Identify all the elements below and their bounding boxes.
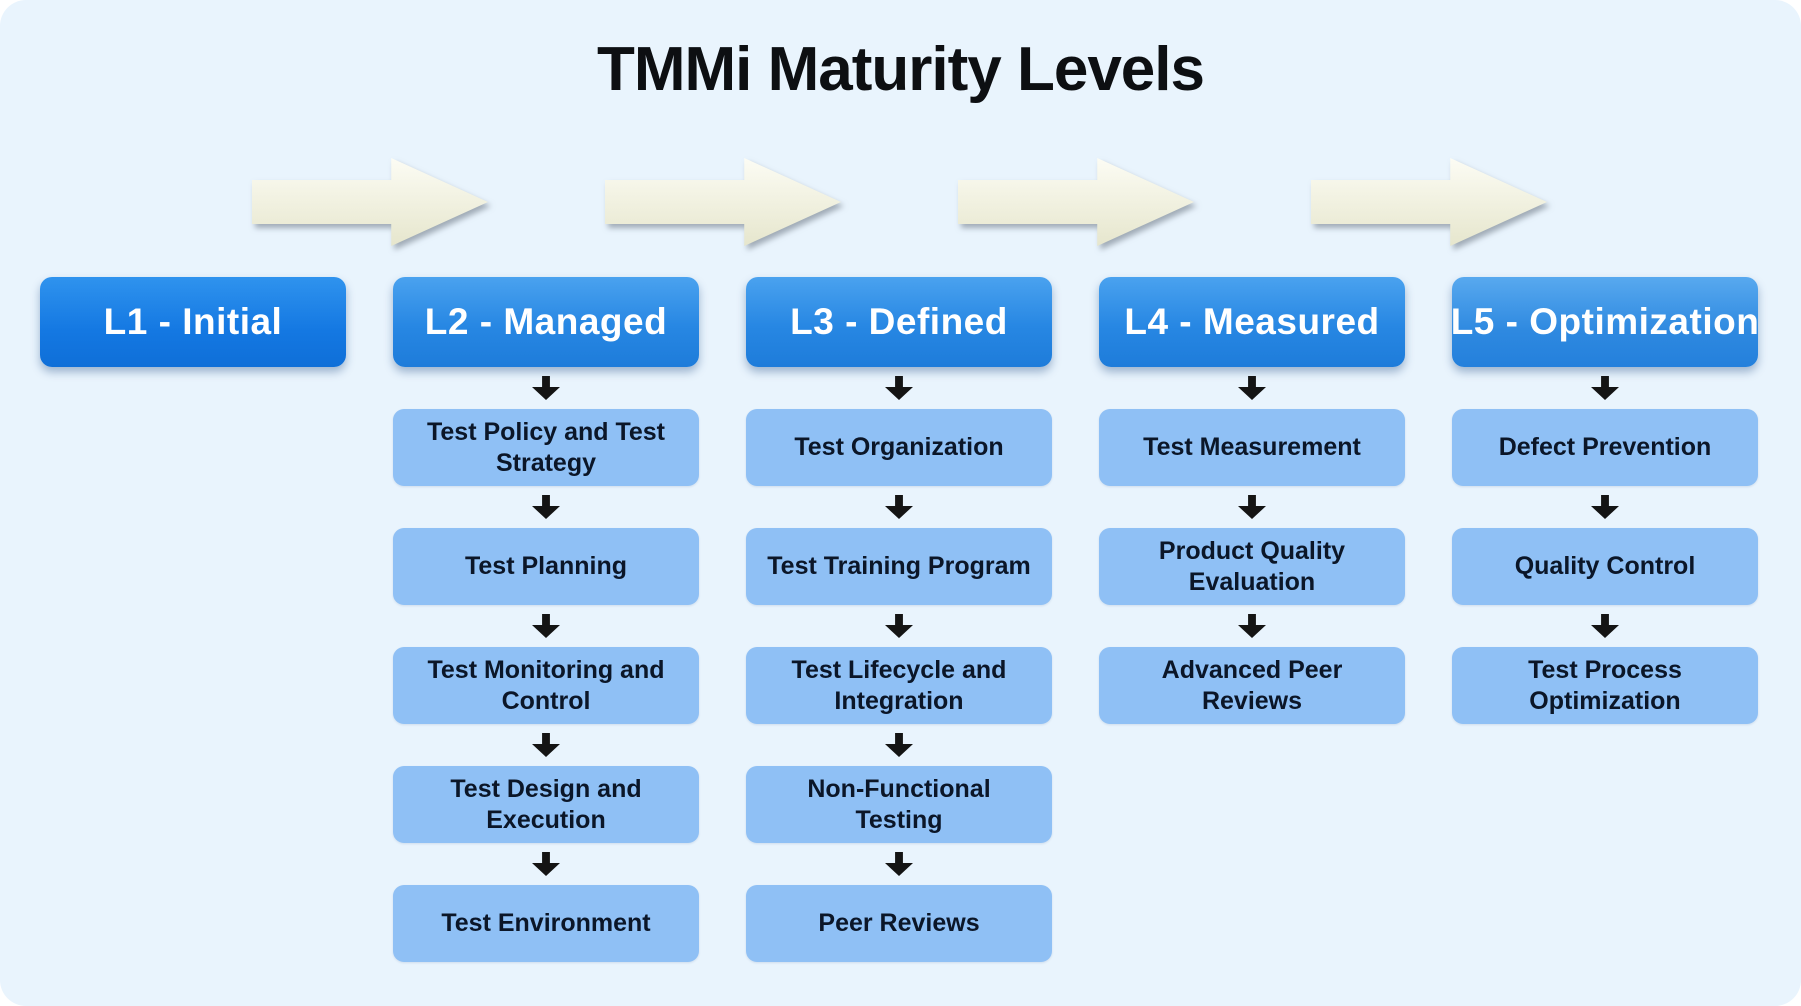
level-column-l4: L4 - Measured Test Measurement Product Q… — [1099, 277, 1405, 724]
level-column-l5: L5 - Optimization Defect Prevention Qual… — [1451, 277, 1759, 724]
level-column-l2: L2 - Managed Test Policy and Test Strate… — [393, 277, 699, 962]
practice-box: Test Design and Execution — [393, 766, 699, 843]
practice-box: Test Lifecycle and Integration — [746, 647, 1052, 724]
flow-right-arrow-icon — [605, 158, 841, 246]
down-arrow-icon — [885, 852, 913, 876]
practice-box: Test Training Program — [746, 528, 1052, 605]
down-arrow-icon — [1591, 376, 1619, 400]
down-arrow-icon — [885, 614, 913, 638]
level-header-l2: L2 - Managed — [393, 277, 699, 367]
down-arrow-icon — [532, 852, 560, 876]
practice-box: Product Quality Evaluation — [1099, 528, 1405, 605]
right-arrow-icon — [958, 158, 1194, 246]
down-arrow-icon — [885, 495, 913, 519]
level-header-l3: L3 - Defined — [746, 277, 1052, 367]
level-header-l4: L4 - Measured — [1099, 277, 1405, 367]
down-arrow-icon — [532, 376, 560, 400]
down-arrow-icon — [1238, 495, 1266, 519]
down-arrow-icon — [1591, 495, 1619, 519]
practice-box: Test Policy and Test Strategy — [393, 409, 699, 486]
practice-box: Test Measurement — [1099, 409, 1405, 486]
down-arrow-icon — [1591, 614, 1619, 638]
practice-box: Advanced Peer Reviews — [1099, 647, 1405, 724]
practice-box: Test Organization — [746, 409, 1052, 486]
level-header-l5: L5 - Optimization — [1451, 277, 1759, 367]
practice-box: Quality Control — [1452, 528, 1758, 605]
level-column-l1: L1 - Initial — [40, 277, 346, 367]
flow-right-arrow-icon — [1311, 158, 1547, 246]
practice-box: Test Monitoring and Control — [393, 647, 699, 724]
practice-box: Test Environment — [393, 885, 699, 962]
right-arrow-icon — [1311, 158, 1547, 246]
page-title: TMMi Maturity Levels — [597, 35, 1205, 104]
flow-right-arrow-icon — [958, 158, 1194, 246]
right-arrow-icon — [252, 158, 488, 246]
practice-box: Defect Prevention — [1452, 409, 1758, 486]
down-arrow-icon — [885, 376, 913, 400]
right-arrow-icon — [605, 158, 841, 246]
practice-box: Non-Functional Testing — [746, 766, 1052, 843]
down-arrow-icon — [532, 495, 560, 519]
down-arrow-icon — [1238, 376, 1266, 400]
level-header-l1: L1 - Initial — [40, 277, 346, 367]
down-arrow-icon — [532, 733, 560, 757]
level-column-l3: L3 - Defined Test Organization Test Trai… — [746, 277, 1052, 962]
practice-box: Peer Reviews — [746, 885, 1052, 962]
flow-right-arrow-icon — [252, 158, 488, 246]
down-arrow-icon — [1238, 614, 1266, 638]
down-arrow-icon — [532, 614, 560, 638]
practice-box: Test Process Optimization — [1452, 647, 1758, 724]
practice-box: Test Planning — [393, 528, 699, 605]
down-arrow-icon — [885, 733, 913, 757]
